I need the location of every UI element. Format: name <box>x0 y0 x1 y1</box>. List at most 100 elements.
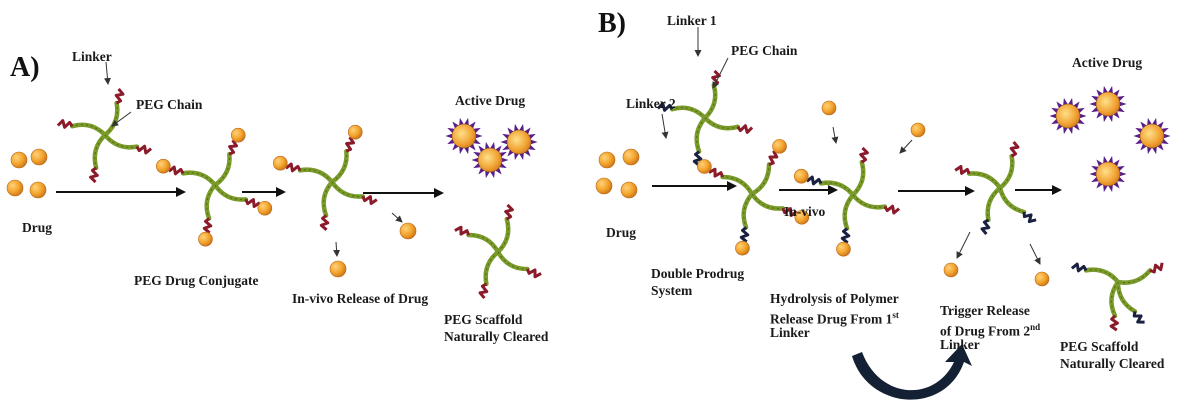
active-drug-icon <box>445 117 483 155</box>
drug-sphere-icon <box>595 177 613 195</box>
linker-icon <box>692 150 703 167</box>
drug-sphere-icon <box>156 158 171 174</box>
drug-sphere-icon <box>257 200 273 216</box>
drug-label-b: Drug <box>606 225 636 240</box>
pointer-arrow-icon <box>956 231 971 259</box>
linker-icon <box>1009 140 1020 158</box>
linker-icon <box>244 198 261 208</box>
linker-icon <box>478 282 489 300</box>
active-drug-icon <box>471 141 509 179</box>
linker-icon <box>345 136 355 153</box>
pointer-arrow-icon <box>831 126 839 144</box>
peg-scaffold-icon <box>466 216 530 287</box>
drug-sphere-icon <box>735 240 750 256</box>
linker-icon <box>167 165 185 176</box>
double-prodrug-line2: System <box>651 283 693 298</box>
linker-icon <box>89 166 99 184</box>
trigger-line1: Trigger Release <box>940 303 1030 318</box>
drug-sphere-icon <box>399 222 417 240</box>
drug-label: Drug <box>22 220 52 235</box>
drug-sphere-icon <box>622 148 640 166</box>
drug-sphere-icon <box>347 124 363 140</box>
linker-icon <box>708 167 724 178</box>
linker-icon <box>736 124 754 134</box>
drug-sphere-icon <box>697 159 712 174</box>
release-label: In-vivo Release of Drug <box>292 291 429 306</box>
in-vivo-label: In-vivo <box>784 204 826 219</box>
linker-icon <box>228 139 238 156</box>
linker-label: Linker <box>72 49 112 64</box>
active-drug-icon <box>500 123 538 161</box>
linker-icon <box>526 268 542 279</box>
active-drug-icon <box>1133 117 1171 155</box>
drug-sphere-icon <box>6 179 24 197</box>
pointer-arrow-icon <box>661 113 669 139</box>
drug-sphere-icon <box>794 209 810 225</box>
scaffold-label-a-line2: Naturally Cleared <box>444 329 549 344</box>
linker-icon <box>859 146 869 164</box>
linker-icon <box>840 227 851 244</box>
drug-sphere-icon <box>30 148 48 166</box>
trigger-line2: of Drug From 2nd <box>940 322 1041 339</box>
peg-scaffold-icon <box>1083 267 1153 319</box>
drug-sphere-icon <box>794 168 809 184</box>
linker-icon <box>284 162 302 173</box>
drug-sphere-icon <box>910 122 926 138</box>
linker-icon <box>114 87 125 105</box>
linker2-label: Linker 2 <box>626 96 676 111</box>
pointer-arrow-icon <box>712 57 729 89</box>
linker-icon <box>1109 314 1119 332</box>
linker-icon <box>883 204 901 215</box>
curved-arrow-icon <box>852 344 972 400</box>
drug-sphere-icon <box>230 127 246 143</box>
drug-sphere-icon <box>329 260 347 278</box>
linker-icon <box>781 207 798 217</box>
peg-chain-label: PEG Chain <box>136 97 203 112</box>
linker-icon <box>1070 262 1088 273</box>
peg-scaffold-icon <box>69 100 140 171</box>
pointer-arrow-icon <box>899 139 913 154</box>
peg-scaffold-icon <box>720 162 786 230</box>
pointer-arrow-icon <box>333 241 341 257</box>
active-drug-icon <box>1049 97 1087 135</box>
peg-scaffold-icon <box>966 153 1027 223</box>
drug-sphere-icon <box>943 262 959 278</box>
drug-sphere-icon <box>772 139 787 154</box>
pointer-arrow-icon <box>103 61 111 85</box>
linker-icon <box>739 226 750 243</box>
conjugate-label: PEG Drug Conjugate <box>134 273 259 288</box>
pointer-arrow-icon <box>391 212 403 223</box>
drug-sphere-icon <box>598 151 616 169</box>
panel-b-letter: B) <box>598 8 626 39</box>
active-drug-icon <box>1089 85 1127 123</box>
linker-icon <box>454 225 470 236</box>
trigger-line3: Linker <box>940 337 980 352</box>
double-prodrug-line1: Double Prodrug <box>651 266 745 281</box>
linker-icon <box>656 102 674 112</box>
active-drug-label-b: Active Drug <box>1072 55 1143 70</box>
linker-icon <box>135 144 153 155</box>
peg-chain-label-b: PEG Chain <box>731 43 798 58</box>
active-drug-icon <box>1089 155 1127 193</box>
peg-scaffold-icon <box>180 151 249 221</box>
active-drug-label-a: Active Drug <box>455 93 526 108</box>
linker-icon <box>56 119 74 129</box>
drug-sphere-icon <box>836 241 851 257</box>
drug-sphere-icon <box>821 100 837 116</box>
linker-icon <box>1132 311 1145 324</box>
drug-sphere-icon <box>1034 271 1050 287</box>
peg-scaffold-icon <box>669 82 741 154</box>
linker-icon <box>319 214 330 231</box>
hydrolysis-line3: Linker <box>770 325 810 340</box>
drug-sphere-icon <box>620 181 638 199</box>
linker-icon <box>805 175 823 186</box>
linker-icon <box>980 218 991 236</box>
scaffold-label-b-line2: Naturally Cleared <box>1060 356 1165 371</box>
linker-icon <box>361 195 378 205</box>
linker-icon <box>768 150 779 166</box>
linker-icon <box>504 203 514 221</box>
linker-icon <box>1149 262 1164 274</box>
pointer-arrow-icon <box>111 111 132 127</box>
scaffold-label-b-line1: PEG Scaffold <box>1060 339 1139 354</box>
